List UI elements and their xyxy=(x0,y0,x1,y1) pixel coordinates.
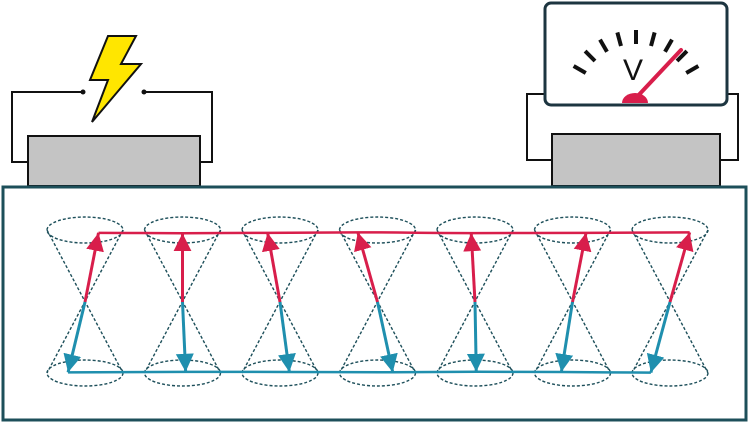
spin-arrow-down xyxy=(646,301,672,373)
spin-arrow-down xyxy=(555,301,574,373)
voltmeter-body xyxy=(543,1,729,107)
spin-arrow-up xyxy=(668,231,694,303)
spin-arrow-down xyxy=(376,301,398,373)
voltmeter-tick xyxy=(649,31,657,47)
spin-arrow-down xyxy=(466,301,485,372)
spin-arrow-up xyxy=(261,232,282,303)
voltmeter-tick xyxy=(615,31,623,47)
spin-arrow-up xyxy=(354,231,379,303)
spin-arrow-up xyxy=(83,232,104,303)
left-contact-pad xyxy=(27,135,201,187)
spin-arrows xyxy=(63,231,694,373)
voltmeter-tick xyxy=(598,38,609,53)
ferromagnet-slab xyxy=(1,185,748,422)
spin-arrow-up xyxy=(463,233,482,303)
spin-arrow-down xyxy=(278,301,296,373)
voltmeter-needle xyxy=(632,48,683,102)
voltmeter-ticks xyxy=(572,30,700,75)
spin-wave-bottom-line xyxy=(68,370,651,374)
spin-arrow-down xyxy=(175,301,194,372)
voltmeter-tick xyxy=(663,38,674,53)
voltmeter-tick xyxy=(685,64,700,75)
voltmeter-circuit: V xyxy=(526,1,739,187)
voltmeter-tick xyxy=(675,49,689,63)
spin-arrow-down xyxy=(63,301,87,373)
right-contact-pad xyxy=(551,133,721,187)
right-circuit-wire-right xyxy=(720,93,739,161)
spin-wave-top-line xyxy=(98,231,690,235)
left-circuit-wire xyxy=(11,91,82,163)
source-circuit xyxy=(11,35,213,187)
right-circuit-wire xyxy=(526,93,552,161)
voltmeter-tick xyxy=(583,49,597,63)
lightning-bolt-icon xyxy=(88,35,144,123)
left-circuit-wire-right xyxy=(145,91,213,163)
voltmeter-label: V xyxy=(623,54,643,87)
spin-arrow-up xyxy=(571,232,592,303)
voltmeter-tick xyxy=(572,64,587,75)
